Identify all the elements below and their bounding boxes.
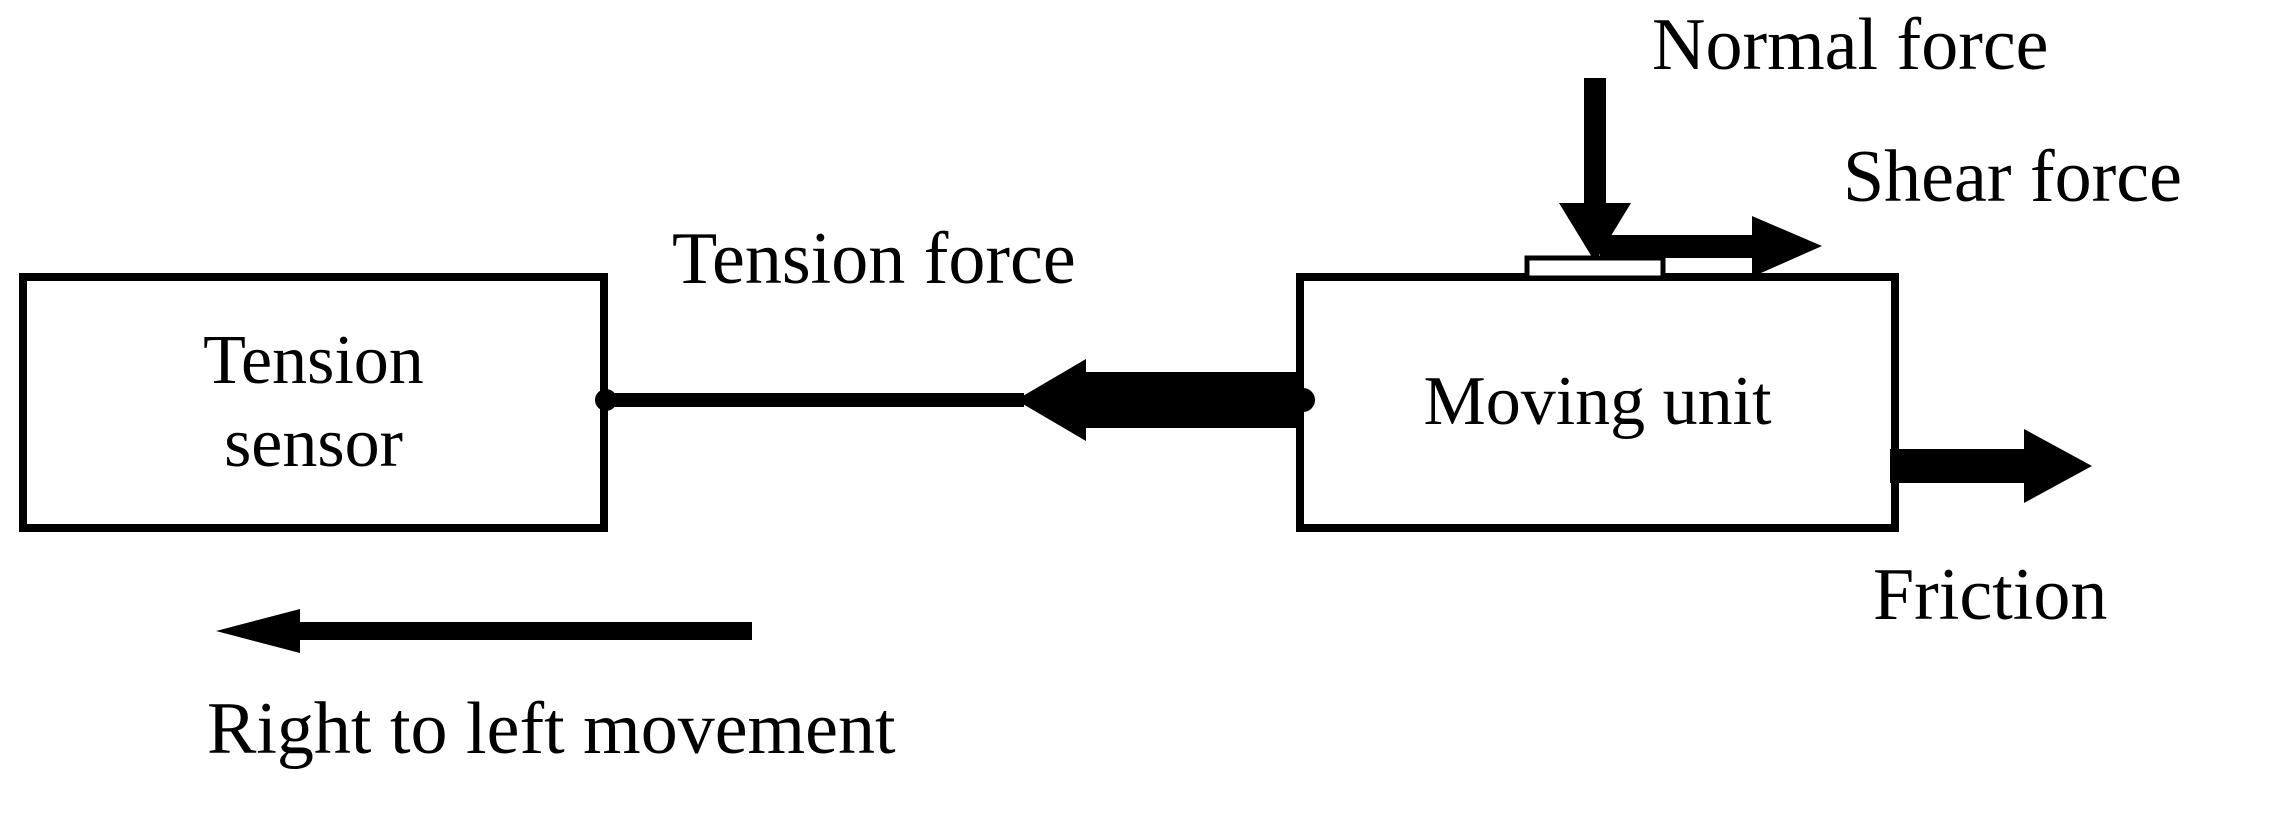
tension-sensor-label: Tension sensor <box>23 277 604 528</box>
tension-force-arrowhead <box>1016 359 1086 441</box>
shear-force-arrowhead <box>1752 216 1822 277</box>
movement-label: Right to left movement <box>207 688 896 770</box>
movement-arrow-head <box>216 609 300 653</box>
normal-force-shaft <box>1584 78 1606 210</box>
tension-force-shaft <box>1080 372 1303 428</box>
shear-force-shaft <box>1600 235 1758 258</box>
movement-arrow-shaft <box>295 622 752 640</box>
moving-unit-label-line1: Moving unit <box>1423 363 1772 441</box>
tension-sensor-box[interactable] <box>19 273 608 532</box>
tension-force-label: Tension force <box>672 218 1076 300</box>
friction-arrowhead <box>2024 429 2092 503</box>
shear-force-label: Shear force <box>1843 136 2182 218</box>
friction-shaft <box>1890 449 2030 483</box>
tension-sensor-anchor-dot <box>595 389 617 411</box>
tension-force-tail <box>604 393 1024 407</box>
moving-unit-anchor-dot <box>1291 388 1315 412</box>
moving-unit-box[interactable] <box>1296 273 1899 532</box>
moving-unit-label: Moving unit <box>1300 277 1895 528</box>
tension-sensor-label-line1: Tension <box>203 321 424 399</box>
normal-force-label: Normal force <box>1652 4 2049 86</box>
normal-force-arrowhead <box>1559 203 1631 262</box>
friction-label: Friction <box>1873 554 2108 636</box>
tension-sensor-label-line2: sensor <box>224 404 403 482</box>
contact-pad <box>1524 255 1666 281</box>
